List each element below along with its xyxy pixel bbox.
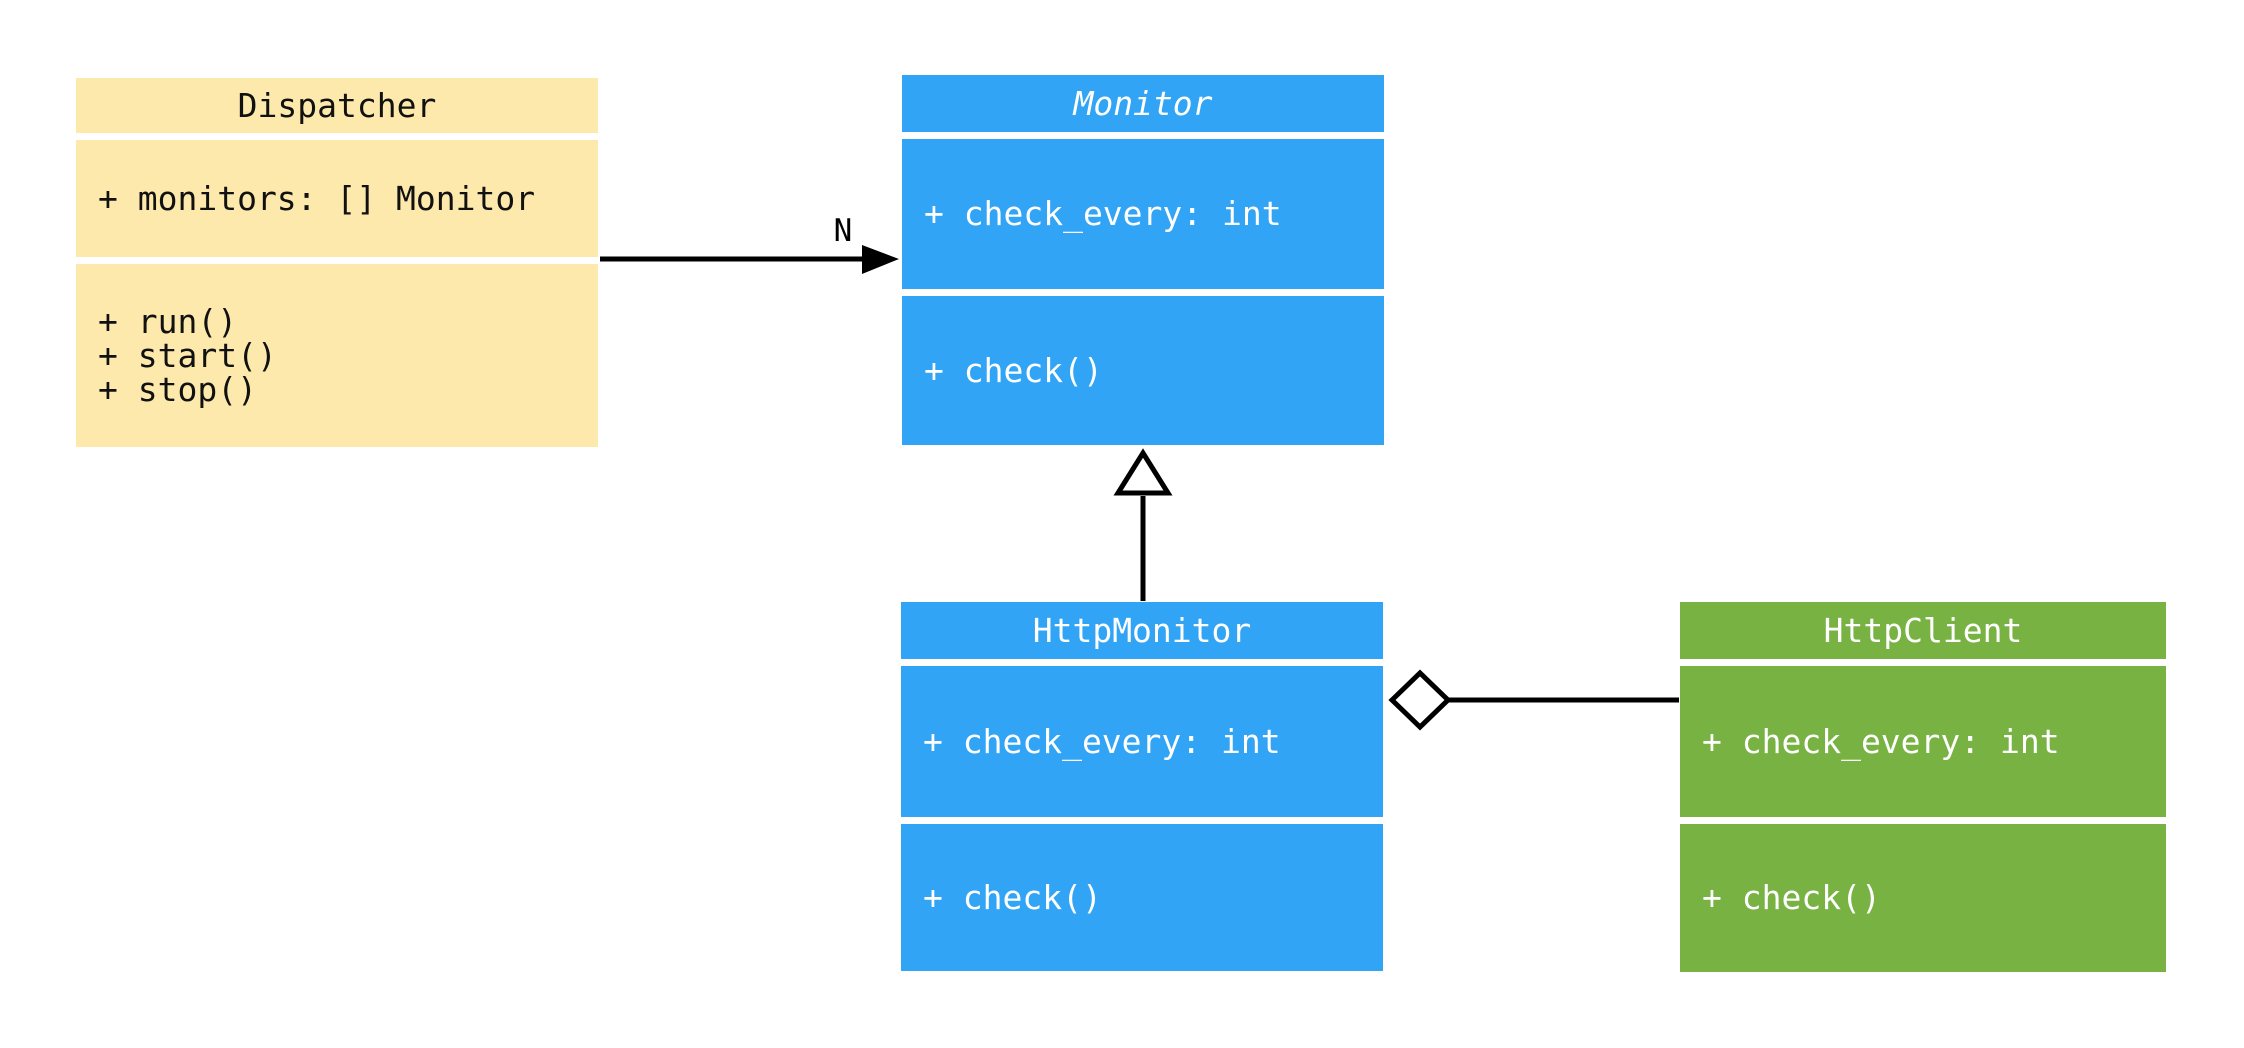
class-title: HttpMonitor: [901, 602, 1383, 659]
class-attributes: + check_every: int: [902, 139, 1384, 289]
class-methods: + run() + start() + stop(): [76, 264, 598, 447]
class-attribute: + check_every: int: [923, 721, 1281, 761]
class-title-text: HttpMonitor: [1032, 611, 1252, 650]
class-attribute: + monitors: [] Monitor: [98, 178, 536, 218]
class-methods: + check(): [902, 296, 1384, 445]
class-method: + check(): [923, 877, 1102, 917]
class-attributes: + monitors: [] Monitor: [76, 140, 598, 257]
multiplicity-label: N: [834, 213, 853, 249]
class-method: + check(): [924, 350, 1103, 390]
hollow-diamond-icon: [1388, 669, 1452, 731]
class-methods: + check(): [901, 824, 1383, 971]
class-title-text: Monitor: [1073, 84, 1213, 123]
class-box-dispatcher: Dispatcher + monitors: [] Monitor + run(…: [76, 78, 598, 447]
class-attribute: + check_every: int: [1702, 721, 2060, 761]
generalization-arrow: [1113, 448, 1173, 601]
association-arrow: N: [600, 213, 899, 274]
class-method: + run(): [98, 301, 238, 341]
class-box-http-client: HttpClient + check_every: int + check(): [1680, 602, 2166, 972]
class-method: + stop(): [98, 369, 257, 409]
class-box-http-monitor: HttpMonitor + check_every: int + check(): [901, 602, 1383, 971]
class-title: Dispatcher: [76, 78, 598, 133]
class-title-text: HttpClient: [1823, 611, 2023, 650]
hollow-triangle-icon: [1113, 448, 1173, 496]
class-method: + start(): [98, 335, 277, 375]
class-title: Monitor: [902, 75, 1384, 132]
class-box-monitor: Monitor + check_every: int + check(): [902, 75, 1384, 445]
class-attributes: + check_every: int: [901, 666, 1383, 817]
filled-arrowhead-icon: [862, 245, 899, 274]
class-attribute: + check_every: int: [924, 194, 1282, 233]
class-title: HttpClient: [1680, 602, 2166, 659]
class-attributes: + check_every: int: [1680, 666, 2166, 817]
aggregation-connector: [1388, 669, 1679, 731]
class-title-text: Dispatcher: [237, 86, 437, 125]
class-methods: + check(): [1680, 824, 2166, 972]
class-method: + check(): [1702, 878, 1881, 917]
